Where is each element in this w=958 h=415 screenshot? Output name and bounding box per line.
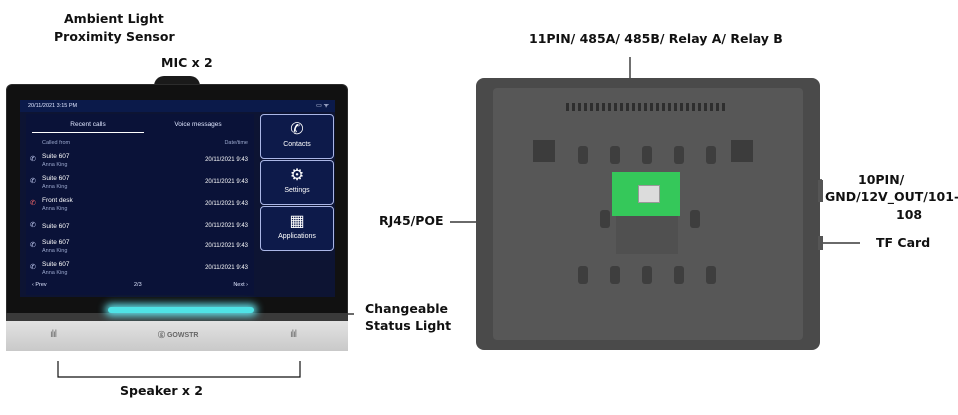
mount-slot bbox=[642, 266, 652, 284]
next-button[interactable]: Next › bbox=[233, 282, 248, 288]
page-indicator: 2/3 bbox=[134, 282, 142, 288]
call-sub: Anna King bbox=[42, 206, 68, 212]
call-datetime: 20/11/2021 9:43 bbox=[205, 201, 248, 207]
call-name: Suite 607 bbox=[42, 153, 70, 160]
col-datetime: Date/time bbox=[224, 140, 248, 146]
mount-slot bbox=[578, 146, 588, 164]
settings-label: Settings bbox=[284, 187, 310, 194]
mount-slot bbox=[642, 146, 652, 164]
mount-hook bbox=[533, 140, 555, 162]
call-row[interactable]: ✆ Suite 607 Anna King 20/11/2021 9:43 bbox=[30, 260, 250, 282]
touch-screen: 20/11/2021 3:15 PM ▭ ᯤ Recent calls Voic… bbox=[20, 100, 335, 297]
call-name: Suite 607 bbox=[42, 239, 70, 246]
recent-calls-panel: Recent calls Voice messages Called from … bbox=[26, 114, 254, 295]
status-light-label-line1: Changeable bbox=[365, 301, 448, 316]
tf-card-slot[interactable] bbox=[818, 236, 823, 250]
phone-icon: ✆ bbox=[30, 222, 36, 229]
speaker-plate bbox=[6, 321, 348, 351]
rj45-port[interactable] bbox=[638, 185, 660, 203]
call-row[interactable]: ✆ Suite 607 20/11/2021 9:43 bbox=[30, 218, 250, 240]
call-row[interactable]: ✆ Suite 607 Anna King 20/11/2021 9:43 bbox=[30, 174, 250, 196]
phone-icon: ✆ bbox=[30, 264, 36, 271]
pin11-label: 11PIN/ 485A/ 485B/ Relay A/ Relay B bbox=[529, 31, 783, 46]
call-datetime: 20/11/2021 9:43 bbox=[205, 243, 248, 249]
mic-label: MIC x 2 bbox=[161, 55, 213, 70]
vent-grille bbox=[566, 103, 728, 111]
mount-slot bbox=[706, 266, 716, 284]
pagination: ‹ Prev 2/3 Next › bbox=[26, 282, 254, 294]
prev-button[interactable]: ‹ Prev bbox=[32, 282, 47, 288]
mount-slot bbox=[600, 210, 610, 228]
missed-call-icon: ✆ bbox=[30, 200, 36, 207]
call-name: Suite 607 bbox=[42, 223, 70, 230]
status-bar: 20/11/2021 3:15 PM ▭ ᯤ bbox=[20, 100, 335, 112]
phone-icon: ✆ bbox=[30, 156, 36, 163]
phone-icon: ✆ bbox=[30, 242, 36, 249]
mount-hook bbox=[731, 140, 753, 162]
call-datetime: 20/11/2021 9:43 bbox=[205, 179, 248, 185]
status-light-label-line2: Status Light bbox=[365, 318, 452, 333]
mount-slot bbox=[578, 266, 588, 284]
call-datetime: 20/11/2021 9:43 bbox=[205, 223, 248, 229]
status-light-bar bbox=[108, 307, 254, 313]
applications-label: Applications bbox=[278, 233, 316, 240]
call-name: Suite 607 bbox=[42, 175, 70, 182]
mount-slot bbox=[674, 266, 684, 284]
call-name: Suite 607 bbox=[42, 261, 70, 268]
pin10-label-line3: 108 bbox=[896, 207, 923, 222]
call-sub: Anna King bbox=[42, 248, 68, 254]
status-time: 20/11/2021 3:15 PM bbox=[28, 103, 78, 109]
tf-card-label: TF Card bbox=[876, 235, 931, 250]
mount-slot bbox=[610, 266, 620, 284]
call-row[interactable]: ✆ Front desk Anna King 20/11/2021 9:43 bbox=[30, 196, 250, 218]
proximity-sensor-label: Proximity Sensor bbox=[54, 29, 175, 44]
tab-voice-messages[interactable]: Voice messages bbox=[174, 121, 222, 128]
tab-recent-calls[interactable]: Recent calls bbox=[32, 118, 144, 133]
mount-slot bbox=[690, 210, 700, 228]
apps-grid-icon: ▦ bbox=[289, 213, 305, 230]
speaker-grille-right-icon: ılıl bbox=[290, 329, 297, 340]
pin10-label-line2: GND/12V_OUT/101- bbox=[825, 189, 958, 204]
call-row[interactable]: ✆ Suite 607 Anna King 20/11/2021 9:43 bbox=[30, 152, 250, 174]
phone-icon: ✆ bbox=[30, 178, 36, 185]
call-name: Front desk bbox=[42, 197, 73, 204]
contacts-label: Contacts bbox=[283, 141, 311, 148]
mount-slot bbox=[674, 146, 684, 164]
phone-dots-icon: ✆ bbox=[290, 121, 304, 138]
mount-slot bbox=[610, 146, 620, 164]
call-datetime: 20/11/2021 9:43 bbox=[205, 265, 248, 271]
speaker-grille-left-icon: ılıl bbox=[50, 329, 57, 340]
pin10-label-line1: 10PIN/ bbox=[858, 172, 905, 187]
speaker-leader bbox=[57, 361, 301, 378]
col-called-from: Called from bbox=[42, 140, 71, 146]
front-chin bbox=[6, 313, 348, 321]
speaker-label: Speaker x 2 bbox=[120, 383, 203, 398]
rj45-label: RJ45/POE bbox=[379, 213, 444, 228]
applications-button[interactable]: ▦ Applications bbox=[260, 206, 334, 251]
connector-plate bbox=[616, 214, 678, 254]
call-datetime: 20/11/2021 9:43 bbox=[205, 157, 248, 163]
mount-slot bbox=[706, 146, 716, 164]
settings-button[interactable]: ⚙ Settings bbox=[260, 160, 334, 205]
call-sub: Anna King bbox=[42, 270, 68, 276]
call-sub: Anna King bbox=[42, 162, 68, 168]
status-icons: ▭ ᯤ bbox=[316, 103, 329, 109]
call-row[interactable]: ✆ Suite 607 Anna King 20/11/2021 9:43 bbox=[30, 238, 250, 260]
gear-icon: ⚙ bbox=[289, 167, 305, 184]
brand-logo: ⓖ GOWSTR bbox=[158, 332, 199, 339]
call-sub: Anna King bbox=[42, 184, 68, 190]
ambient-light-label: Ambient Light bbox=[64, 11, 164, 26]
10pin-connector[interactable] bbox=[818, 180, 823, 202]
contacts-button[interactable]: ✆ Contacts bbox=[260, 114, 334, 159]
